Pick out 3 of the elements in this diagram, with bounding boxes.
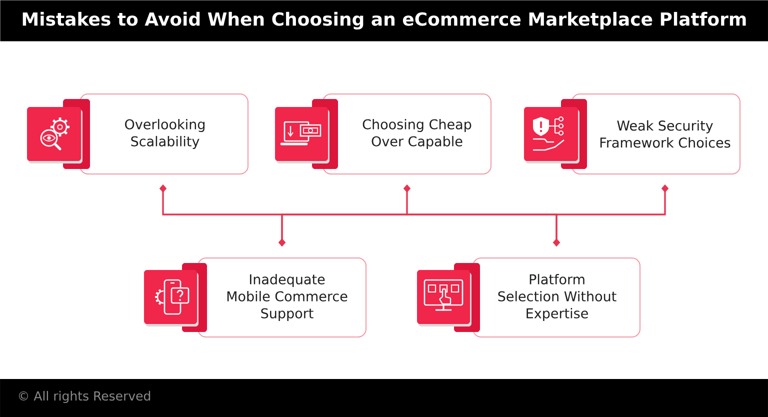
- connector: [553, 184, 668, 246]
- title-bar: Mistakes to Avoid When Choosing an eCommerce Marketplace Platform: [0, 0, 768, 42]
- copyright-note: © All rights Reserved: [18, 390, 150, 404]
